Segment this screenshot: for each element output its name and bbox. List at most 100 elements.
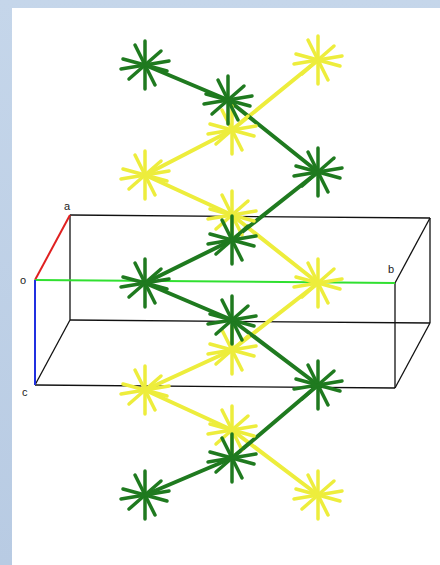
atom-spoke xyxy=(121,283,145,287)
atom-spoke xyxy=(318,495,328,515)
yellow-atom xyxy=(208,191,256,239)
atom-spoke xyxy=(208,130,232,134)
atom-spoke xyxy=(318,381,342,385)
atom-spoke xyxy=(145,279,169,283)
axis-line xyxy=(35,215,70,280)
atom-spoke xyxy=(145,386,169,390)
atom-spoke xyxy=(232,316,256,320)
atom-spoke xyxy=(222,220,232,240)
atom-spoke xyxy=(222,300,232,320)
atom-spoke xyxy=(222,438,232,458)
green-atom xyxy=(294,148,342,196)
atom-spoke xyxy=(294,60,318,64)
axis-label: o xyxy=(20,274,26,286)
yellow-atom xyxy=(121,151,169,199)
atom-spoke xyxy=(232,320,242,340)
atom-spoke xyxy=(208,430,232,434)
atom-spoke xyxy=(145,175,155,195)
atom-spoke xyxy=(135,155,145,175)
atom-spoke xyxy=(145,491,169,495)
cell-edge xyxy=(35,320,70,385)
atom-spoke xyxy=(318,491,342,495)
atom-spoke xyxy=(308,152,318,172)
atom-spoke xyxy=(222,410,232,430)
atom-spoke xyxy=(121,175,145,179)
cell-edge xyxy=(35,385,395,388)
atom-spoke xyxy=(135,263,145,283)
atom-spoke xyxy=(318,60,328,80)
atom-spoke xyxy=(232,240,242,260)
unit-cell xyxy=(35,215,430,388)
atom-spoke xyxy=(294,172,318,176)
atom-spoke xyxy=(232,126,256,130)
cell-edge xyxy=(395,218,430,283)
atom-spoke xyxy=(222,195,232,215)
cell-edge xyxy=(395,323,430,388)
atom-spoke xyxy=(232,350,242,370)
atom-spoke xyxy=(208,350,232,354)
green-atom xyxy=(121,471,169,519)
atom-spoke xyxy=(228,100,238,120)
green-atom xyxy=(294,361,342,409)
atom-spoke xyxy=(318,172,328,192)
cell-edge xyxy=(394,283,395,388)
atom-spoke xyxy=(121,65,145,69)
cell-edge xyxy=(429,218,430,323)
atom-spoke xyxy=(308,263,318,283)
atom-spoke xyxy=(308,365,318,385)
green-atom xyxy=(204,76,252,124)
atom-spoke xyxy=(145,65,155,85)
atom-spoke xyxy=(145,390,155,410)
atom-spoke xyxy=(121,390,145,394)
atom-spoke xyxy=(294,495,318,499)
atom-spoke xyxy=(318,279,342,283)
atom-spoke xyxy=(294,283,318,287)
atom-spoke xyxy=(145,171,169,175)
green-atom xyxy=(208,434,256,482)
background-panel xyxy=(12,8,440,565)
atom-spoke xyxy=(218,80,228,100)
atom-spoke xyxy=(135,475,145,495)
atom-spoke xyxy=(232,130,242,150)
axis-label: c xyxy=(22,386,28,398)
axis-line xyxy=(34,280,36,385)
atom-spoke xyxy=(318,283,328,303)
atom-spoke xyxy=(204,100,228,104)
atom-spoke xyxy=(232,236,256,240)
axis-label: a xyxy=(64,200,70,212)
green-atom xyxy=(208,296,256,344)
cell-edge xyxy=(69,215,70,320)
axis-label: b xyxy=(388,263,394,275)
yellow-bond-chain xyxy=(145,60,318,495)
atom-spoke xyxy=(232,458,242,478)
atom-spoke xyxy=(145,495,155,515)
atom-spoke xyxy=(318,168,342,172)
yellow-atom xyxy=(294,36,342,84)
atom-spoke xyxy=(208,458,232,462)
cell-edge xyxy=(70,320,430,323)
atom-spoke xyxy=(135,45,145,65)
atom-spoke xyxy=(318,385,328,405)
atom-spoke xyxy=(308,475,318,495)
axis-line xyxy=(35,280,395,283)
atom-spoke xyxy=(318,56,342,60)
atom-spoke xyxy=(135,370,145,390)
green-atom xyxy=(121,41,169,89)
yellow-atom xyxy=(121,366,169,414)
yellow-atom-group xyxy=(121,36,342,519)
yellow-atom xyxy=(294,471,342,519)
atom-spoke xyxy=(232,346,256,350)
green-bond-chain xyxy=(145,65,318,495)
atom-spoke xyxy=(232,211,256,215)
green-atom xyxy=(121,259,169,307)
green-atom-group xyxy=(121,41,342,519)
atom-spoke xyxy=(232,454,256,458)
atom-spoke xyxy=(121,495,145,499)
atom-spoke xyxy=(208,215,232,219)
atom-spoke xyxy=(228,96,252,100)
green-atom xyxy=(208,216,256,264)
yellow-atom xyxy=(294,259,342,307)
atom-spoke xyxy=(308,40,318,60)
atom-spoke xyxy=(145,283,155,303)
